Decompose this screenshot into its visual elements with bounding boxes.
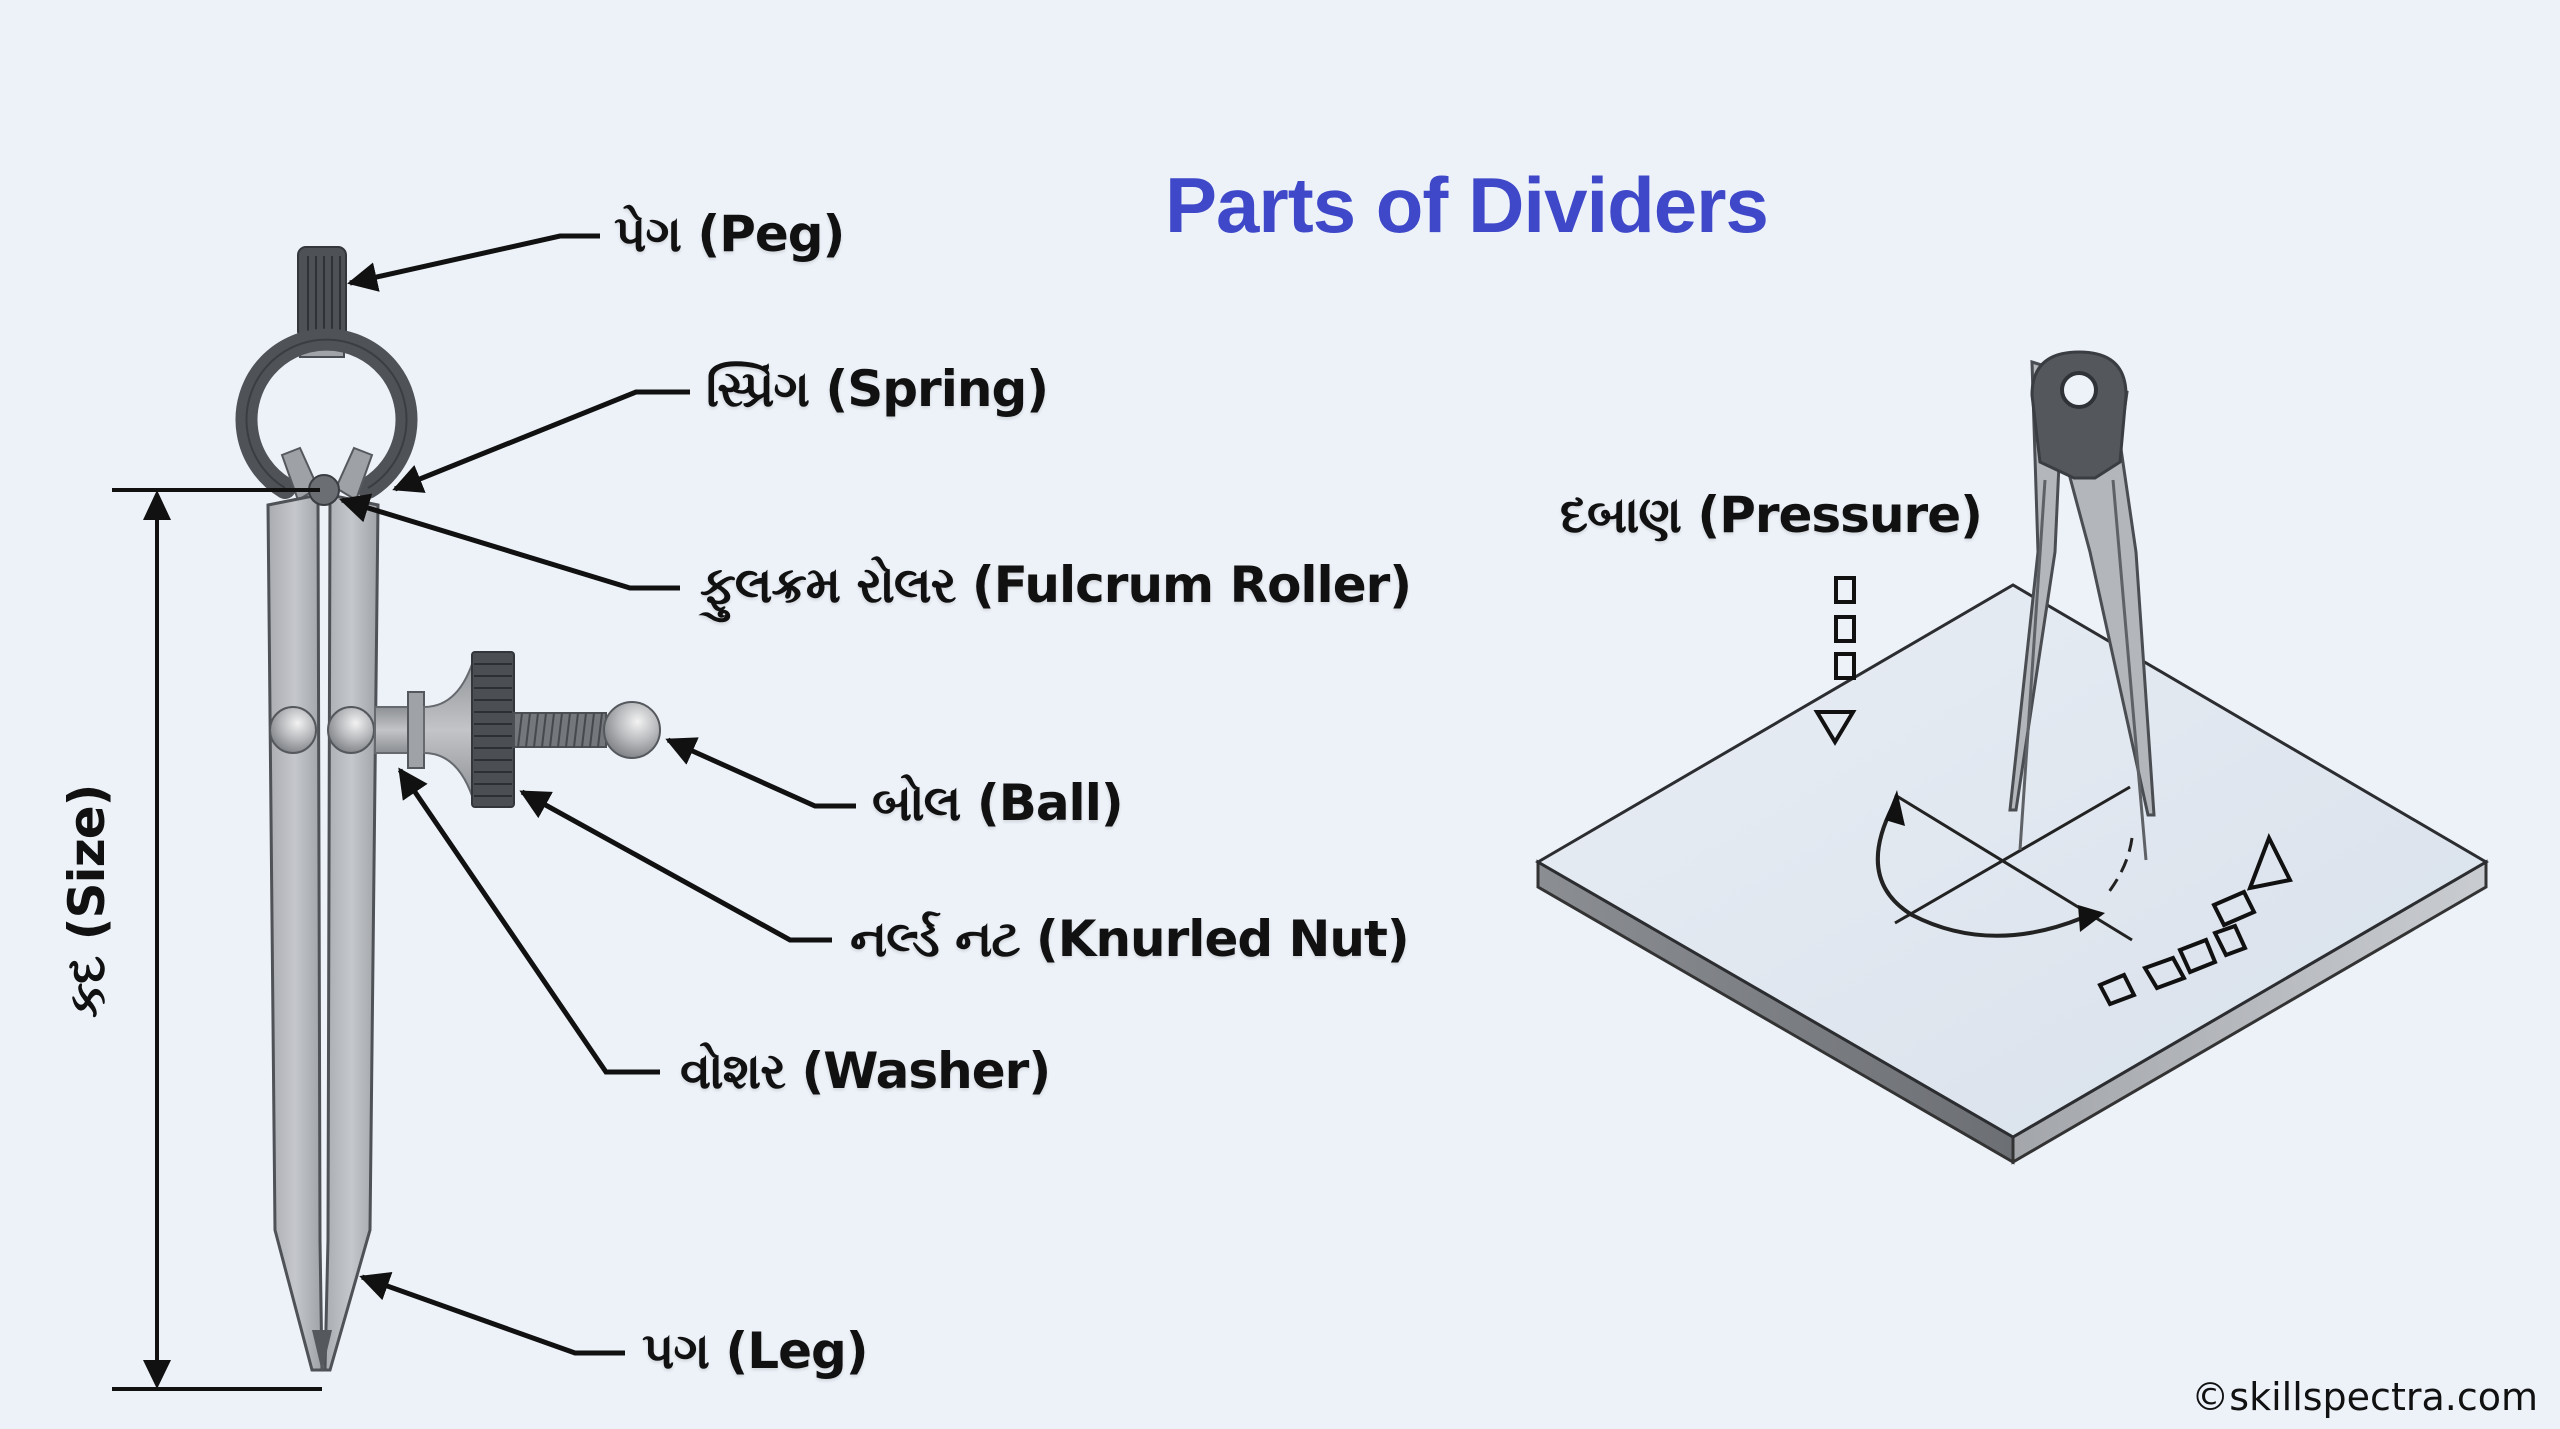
label-peg: પેગ (Peg) <box>614 205 845 263</box>
label-spring: સ્પ્રિંગ (Spring) <box>706 360 1049 418</box>
leader-lines <box>339 233 856 1356</box>
leader-leg <box>359 1271 625 1356</box>
screw-thread <box>513 712 607 748</box>
leader-ball <box>665 737 856 809</box>
ball <box>603 701 661 759</box>
label-pressure: દબાણ (Pressure) <box>1560 486 1983 544</box>
label-size: કદ (Size) <box>58 784 116 1018</box>
rotation-arc <box>1875 805 2083 938</box>
leader-knurled <box>519 789 832 943</box>
label-knurled-nut: નર્લ્ડ નટ (Knurled Nut) <box>850 910 1410 968</box>
pressure-arrow <box>1813 576 1857 746</box>
motion-arrow <box>2097 833 2293 1007</box>
arc-arrow-start <box>1885 790 1905 826</box>
label-washer: વોશર (Washer) <box>680 1042 1051 1100</box>
page-title: Parts of Dividers <box>1165 161 1769 249</box>
pressure-illustration <box>1535 350 2489 1165</box>
leader-peg <box>347 233 600 292</box>
size-dimension <box>112 488 322 1391</box>
leader-washer <box>397 767 660 1075</box>
leg-balls <box>269 706 375 754</box>
divider-3d <box>2008 350 2156 861</box>
divider-front-view <box>235 246 661 1372</box>
knurled-nut <box>471 651 515 808</box>
plate-top <box>1535 583 2489 1139</box>
label-fulcrum-roller: ફુલક્રમ રોલર (Fulcrum Roller) <box>700 556 1412 614</box>
legs <box>266 493 380 1372</box>
label-leg: પગ (Leg) <box>642 1322 869 1380</box>
leader-spring <box>392 389 690 493</box>
washer <box>407 691 425 769</box>
leader-fulcrum <box>339 493 680 591</box>
label-ball: બોલ (Ball) <box>872 774 1124 832</box>
arc-arrow-end <box>2078 905 2105 932</box>
watermark: ©skillspectra.com <box>2191 1375 2538 1419</box>
